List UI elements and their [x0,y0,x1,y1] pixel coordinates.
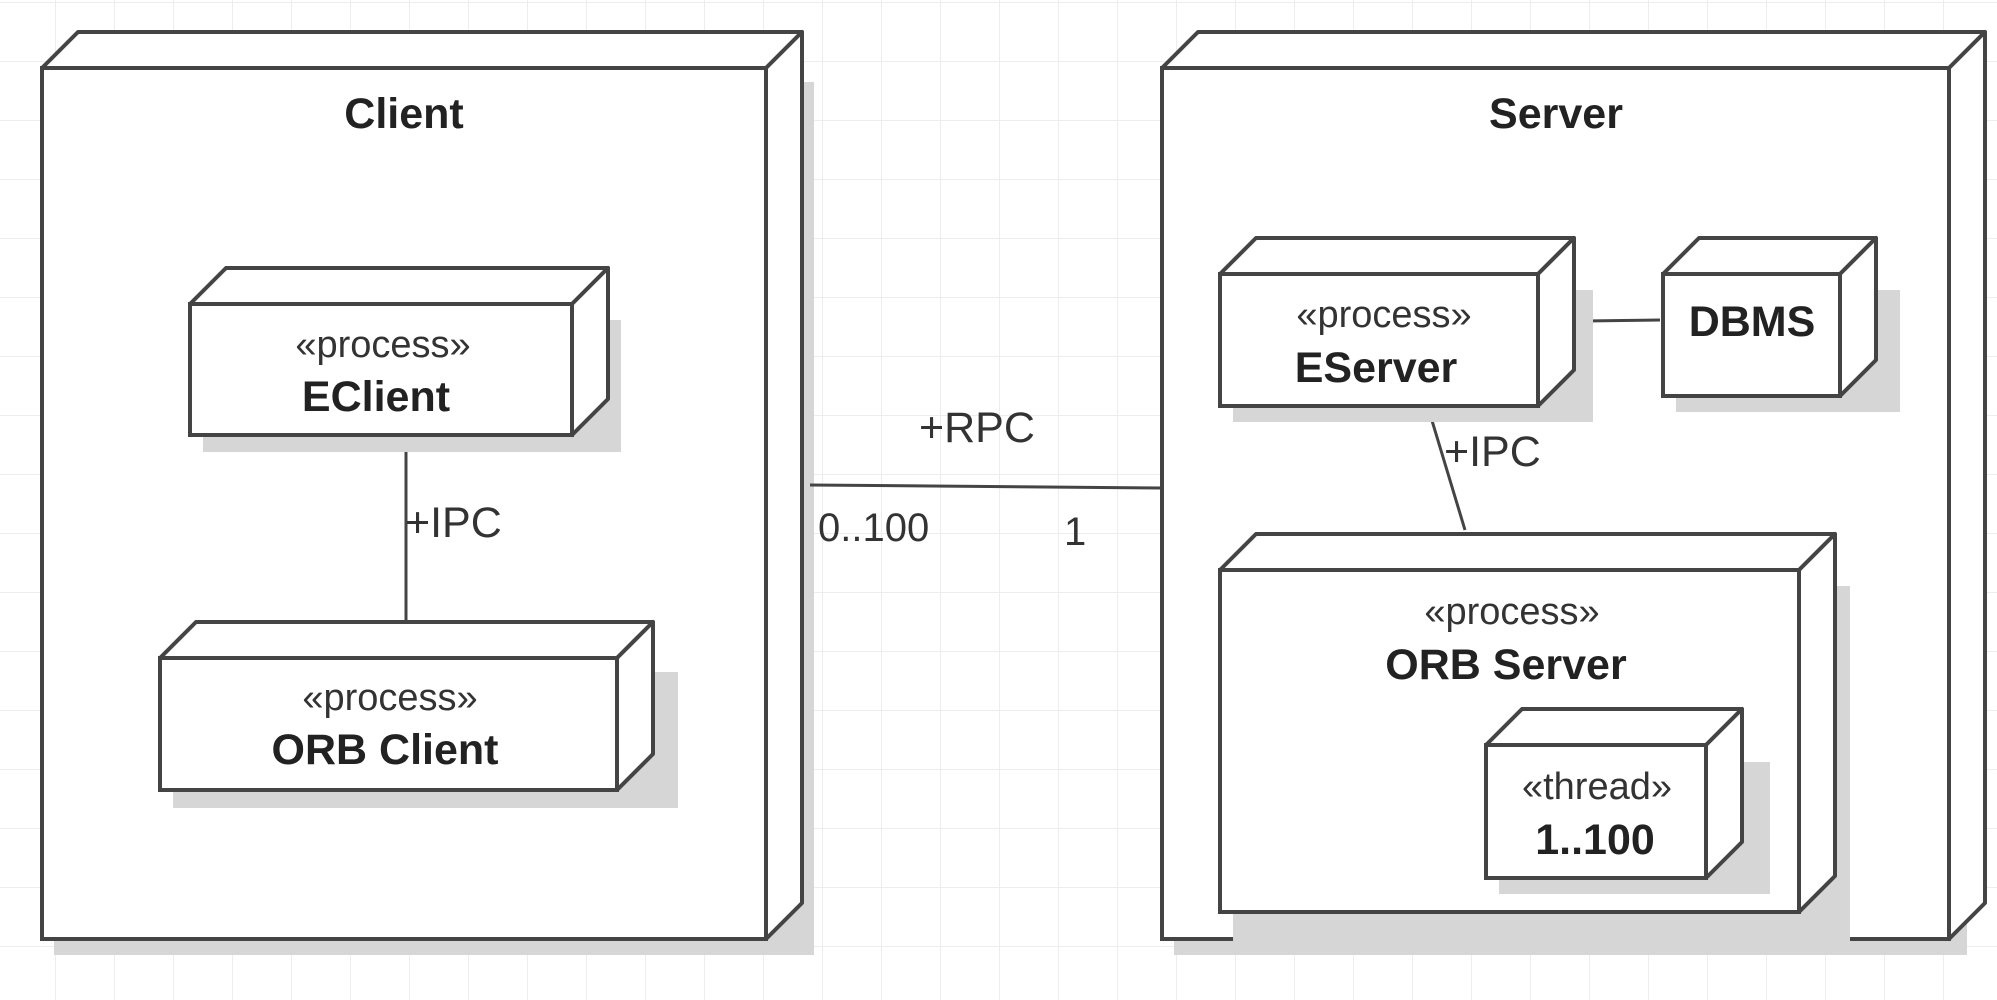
eclient-node-front [188,302,574,437]
eserver-node-top [1218,236,1576,276]
orb-client-stereotype: «process» [302,677,477,719]
client-node-title: Client [344,90,463,138]
eclient-node[interactable]: «process» EClient [188,266,621,452]
dbms-name: DBMS [1689,298,1816,346]
eserver-name: EServer [1295,344,1458,392]
thread-name: 1..100 [1535,816,1655,864]
server-ipc-line[interactable] [1428,413,1467,531]
orb-server-stereotype: «process» [1424,591,1599,633]
server-node-top [1160,30,1987,70]
eserver-stereotype: «process» [1296,294,1471,336]
rpc-source-multiplicity: 0..100 [818,506,929,550]
client-node[interactable]: Client [40,30,814,955]
eserver-node-front [1218,272,1540,408]
rpc-line[interactable] [809,483,1163,490]
server-ipc-label: +IPC [1444,428,1541,476]
eclient-node-top [188,266,610,306]
client-ipc-label: +IPC [405,499,502,547]
orb-client-node[interactable]: «process» ORB Client [158,620,678,808]
orb-server-name: ORB Server [1385,641,1627,689]
thread-node-front [1484,743,1708,880]
rpc-label: +RPC [919,404,1035,452]
orb-client-name: ORB Client [272,726,499,774]
eclient-stereotype: «process» [295,324,470,366]
eserver-node[interactable]: «process» EServer [1218,236,1593,422]
client-node-front [40,66,768,941]
client-node-side [764,30,804,941]
thread-node-top [1484,707,1744,747]
orb-server-node-top [1218,532,1837,572]
dbms-node[interactable]: DBMS [1661,236,1900,412]
client-node-top [40,30,804,70]
eserver-dbms-line[interactable] [1583,318,1661,323]
eclient-name: EClient [302,373,450,421]
thread-node[interactable]: «thread» 1..100 [1484,707,1770,894]
server-node-title: Server [1489,90,1623,138]
dbms-node-front [1661,272,1842,398]
rpc-target-multiplicity: 1 [1064,510,1086,554]
orb-client-node-front [158,656,619,792]
thread-stereotype: «thread» [1522,766,1672,808]
orb-client-node-top [158,620,655,660]
orb-server-node-side [1797,532,1837,914]
server-node-side [1947,30,1987,941]
